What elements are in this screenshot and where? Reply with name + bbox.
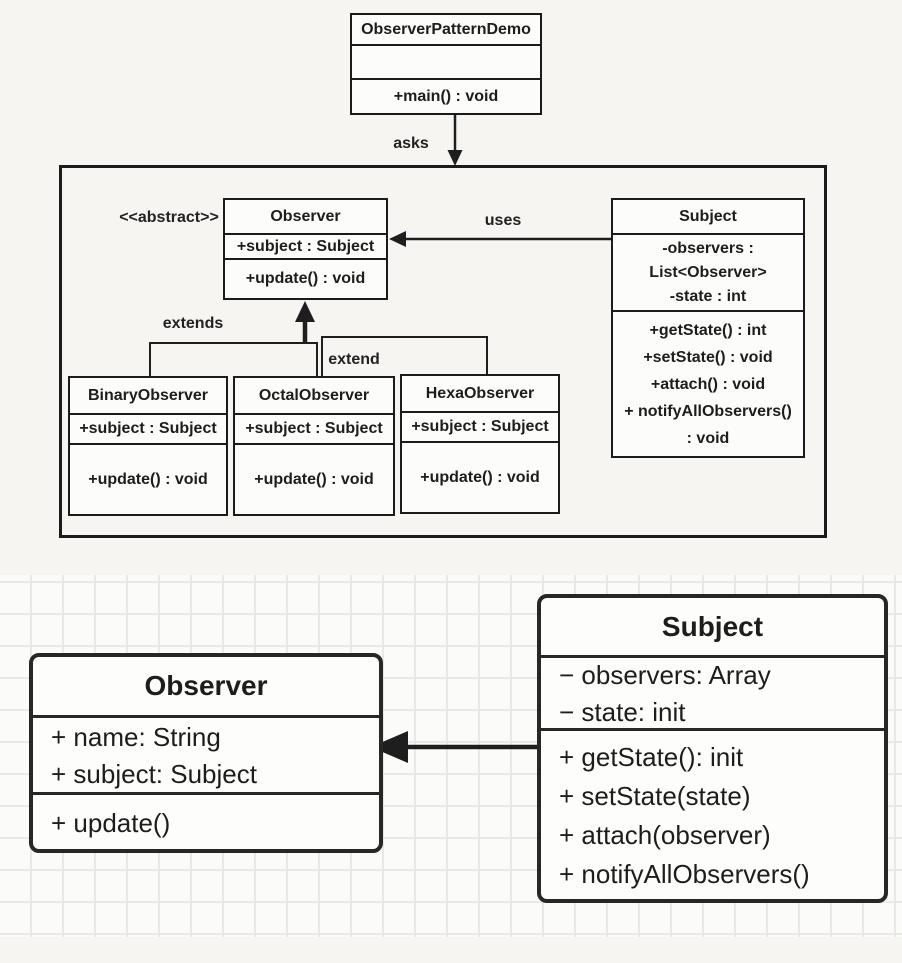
class-title: Observer	[33, 657, 379, 715]
extend-label: extend	[328, 351, 380, 368]
method-line: : void	[686, 429, 730, 447]
class-name: Subject	[661, 610, 764, 642]
extends-label: extends	[162, 315, 224, 332]
pattern-container-frame	[59, 165, 827, 538]
method-line: + update()	[51, 807, 171, 838]
class-title: HexaObserver	[402, 376, 558, 411]
class-attributes: +subject : Subject	[225, 233, 386, 258]
class-methods: +update() : void	[235, 443, 393, 514]
class-attributes: + name: String + subject: Subject	[33, 715, 379, 792]
method-line: +main() : void	[393, 87, 499, 105]
class-binaryobserver: BinaryObserver +subject : Subject +updat…	[68, 376, 228, 516]
asks-arrowhead	[447, 150, 463, 166]
attribute-line: + name: String	[51, 722, 221, 752]
attribute-line: − state: init	[559, 697, 686, 727]
method-line: + attach(observer)	[559, 820, 771, 850]
class-subject-bottom: Subject − observers: Array − state: init…	[537, 594, 888, 903]
attribute-line: +subject : Subject	[411, 418, 549, 435]
attribute-line: -state : int	[669, 287, 747, 305]
class-name: HexaObserver	[425, 384, 535, 402]
class-methods: +update() : void	[402, 441, 558, 512]
class-methods: +main() : void	[352, 78, 540, 113]
class-title: BinaryObserver	[70, 378, 226, 413]
attribute-line: +subject : Subject	[236, 237, 375, 255]
method-line: +update() : void	[254, 470, 374, 488]
class-title: Subject	[613, 200, 803, 233]
class-hexaobserver: HexaObserver +subject : Subject +update(…	[400, 374, 560, 514]
class-methods: +getState() : int +setState() : void +at…	[613, 310, 803, 456]
class-name: Observer	[270, 207, 341, 225]
class-title: Subject	[541, 598, 884, 655]
abstract-stereotype-label: <<abstract>>	[119, 209, 219, 226]
method-line: +attach() : void	[650, 375, 766, 393]
class-attributes: − observers: Array − state: init	[541, 655, 884, 728]
attribute-line: List<Observer>	[649, 263, 767, 281]
method-line: +setState() : void	[643, 348, 773, 366]
class-methods: +update() : void	[225, 258, 386, 298]
class-observer-bottom: Observer + name: String + subject: Subje…	[29, 653, 383, 853]
attribute-line: -observers :	[662, 239, 754, 257]
method-line: + notifyAllObservers()	[559, 859, 810, 889]
class-subject-top: Subject -observers : List<Observer> -sta…	[611, 198, 805, 458]
class-octalobserver: OctalObserver +subject : Subject +update…	[233, 376, 395, 516]
attribute-line: + subject: Subject	[51, 759, 257, 789]
class-name: ObserverPatternDemo	[361, 20, 531, 38]
class-methods: + getState(): init + setState(state) + a…	[541, 728, 884, 899]
method-line: + getState(): init	[559, 742, 744, 772]
class-methods: + update()	[33, 792, 379, 849]
class-methods: +update() : void	[70, 443, 226, 514]
class-name: Observer	[144, 670, 268, 701]
attribute-line: − observers: Array	[559, 660, 771, 690]
asks-label: asks	[393, 135, 429, 152]
attribute-line: +subject : Subject	[245, 420, 383, 437]
method-line: +update() : void	[420, 468, 540, 486]
class-observerpatterndemo: ObserverPatternDemo +main() : void	[350, 13, 542, 115]
class-title: OctalObserver	[235, 378, 393, 413]
method-line: + setState(state)	[559, 781, 751, 811]
class-title: Observer	[225, 200, 386, 233]
class-title: ObserverPatternDemo	[352, 15, 540, 44]
method-line: +getState() : int	[649, 321, 767, 339]
class-name: Subject	[679, 207, 737, 225]
class-attributes: +subject : Subject	[235, 413, 393, 443]
class-name: BinaryObserver	[87, 386, 209, 404]
class-attributes: +subject : Subject	[70, 413, 226, 443]
class-attributes: +subject : Subject	[402, 411, 558, 441]
method-line: +update() : void	[88, 470, 208, 488]
method-line: +update() : void	[245, 270, 366, 287]
attribute-line: +subject : Subject	[79, 420, 217, 437]
uses-label: uses	[484, 212, 522, 229]
class-name: OctalObserver	[258, 386, 370, 404]
class-attributes-empty	[352, 44, 540, 78]
class-attributes: -observers : List<Observer> -state : int	[613, 233, 803, 310]
class-observer-top: Observer +subject : Subject +update() : …	[223, 198, 388, 300]
method-line: + notifyAllObservers()	[624, 402, 792, 420]
